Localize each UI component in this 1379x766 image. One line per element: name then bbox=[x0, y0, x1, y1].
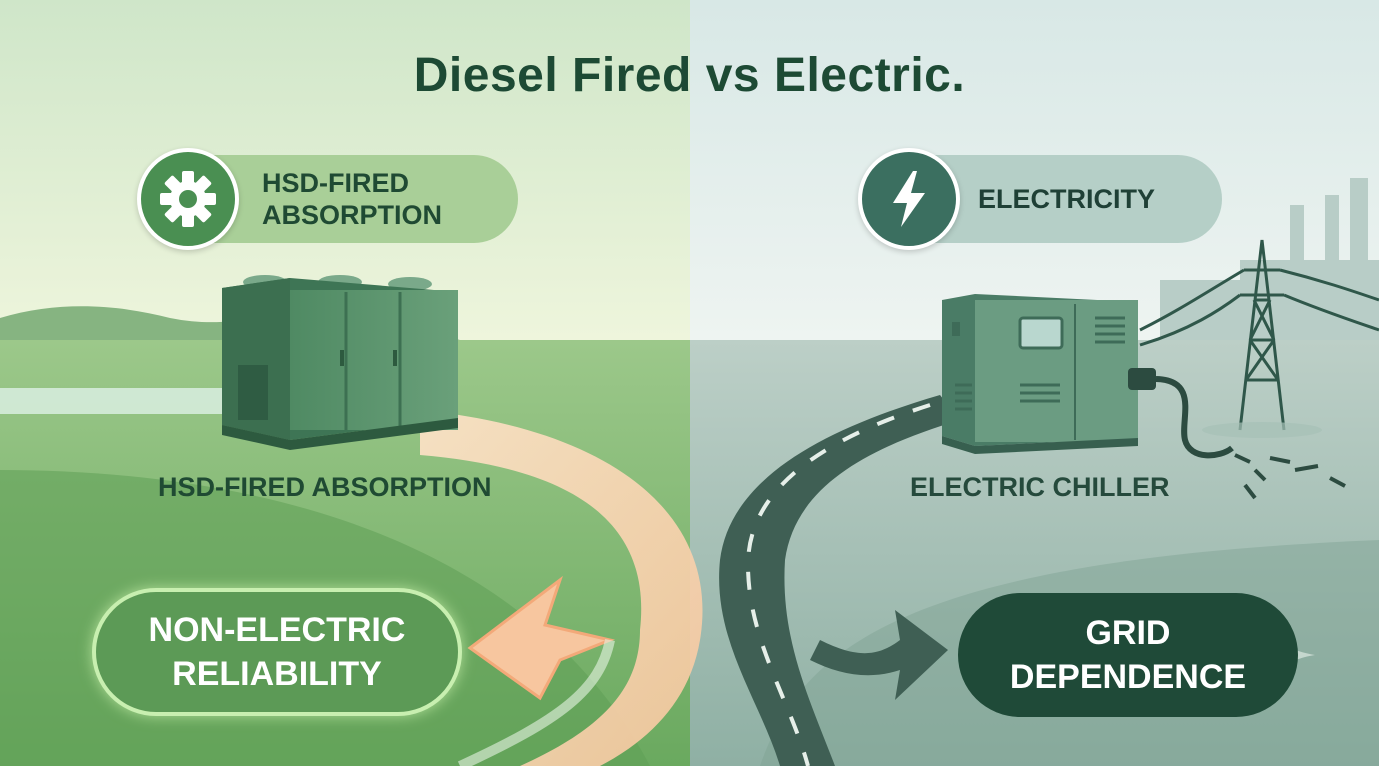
water-streak bbox=[0, 388, 250, 414]
electric-chiller-machine bbox=[942, 294, 1234, 459]
page-title: Diesel Fired vs Electric. bbox=[413, 49, 966, 102]
right-outcome-line2: DEPENDENCE bbox=[1009, 658, 1247, 696]
absorption-chiller-machine bbox=[222, 275, 458, 450]
right-outcome-line1: GRID bbox=[1085, 614, 1171, 652]
grid-dependence-outcome: GRID DEPENDENCE bbox=[958, 593, 1298, 717]
broken-cable-shards bbox=[1234, 453, 1346, 500]
road-arrowhead bbox=[810, 610, 948, 700]
left-machine-caption: HSD-FIRED ABSORPTION bbox=[158, 472, 492, 502]
left-outcome-line2: RELIABILITY bbox=[172, 655, 382, 693]
road bbox=[719, 395, 960, 766]
gear-icon bbox=[137, 148, 239, 250]
left-label-text: HSD-FIRED ABSORPTION bbox=[262, 168, 443, 230]
flow-arrowhead-left bbox=[470, 580, 610, 698]
lightning-bolt-icon bbox=[858, 148, 960, 250]
right-machine-caption: ELECTRIC CHILLER bbox=[910, 472, 1170, 502]
flow-arrow-left bbox=[420, 410, 703, 766]
right-label-text: ELECTRICITY bbox=[978, 183, 1156, 214]
non-electric-reliability-outcome: NON-ELECTRIC RELIABILITY bbox=[92, 588, 462, 716]
left-outcome-line1: NON-ELECTRIC bbox=[148, 611, 406, 649]
factory-silhouette bbox=[1160, 178, 1379, 340]
power-pylon bbox=[1139, 239, 1379, 431]
